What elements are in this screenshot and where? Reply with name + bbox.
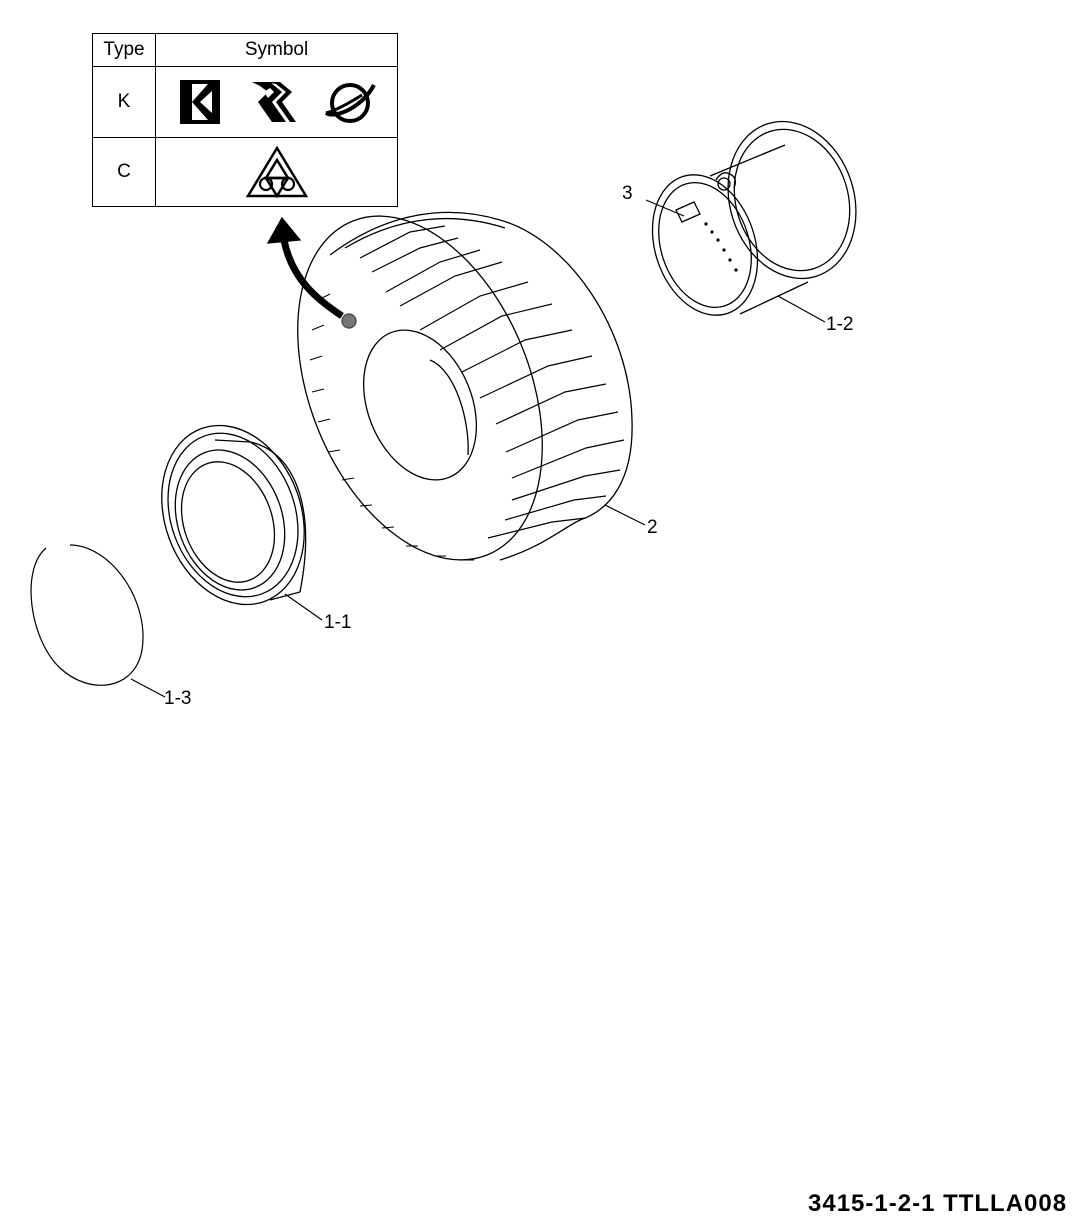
valve (675, 201, 701, 223)
legend-symbols-c (155, 137, 398, 207)
legend-type-k: K (92, 66, 156, 138)
tire (297, 211, 633, 561)
rim-inner-half (651, 120, 857, 316)
leader-lines (130, 199, 826, 698)
callout-cover: 1-3 (164, 688, 191, 709)
callout-valve: 3 (622, 183, 633, 204)
pointer-arrow (266, 216, 344, 319)
legend-symbols-k (155, 66, 398, 138)
legend-header-symbol: Symbol (155, 33, 398, 67)
callout-rim-inner: 1-2 (826, 314, 853, 335)
callout-rim-outer: 1-1 (324, 612, 351, 633)
drawing-code: 3415-1-2-1 TTLLA008 (808, 1190, 1068, 1217)
r-brand-icon (251, 82, 296, 122)
legend-row-k: K (92, 66, 398, 138)
symbol-legend-table: Type Symbol K (92, 33, 398, 207)
valve-marker (341, 313, 357, 329)
legend-header-row: Type Symbol (92, 33, 398, 67)
legend-type-c: C (92, 137, 156, 207)
rim-outer-half (161, 424, 307, 606)
legend-row-c: C (92, 137, 398, 207)
hub-cover (30, 544, 144, 686)
triforce-triangle-icon (245, 145, 308, 199)
legend-header-type: Type (92, 33, 156, 67)
orbit-brand-icon (324, 83, 376, 123)
k-brand-icon (179, 80, 220, 124)
callout-tire: 2 (647, 517, 658, 538)
